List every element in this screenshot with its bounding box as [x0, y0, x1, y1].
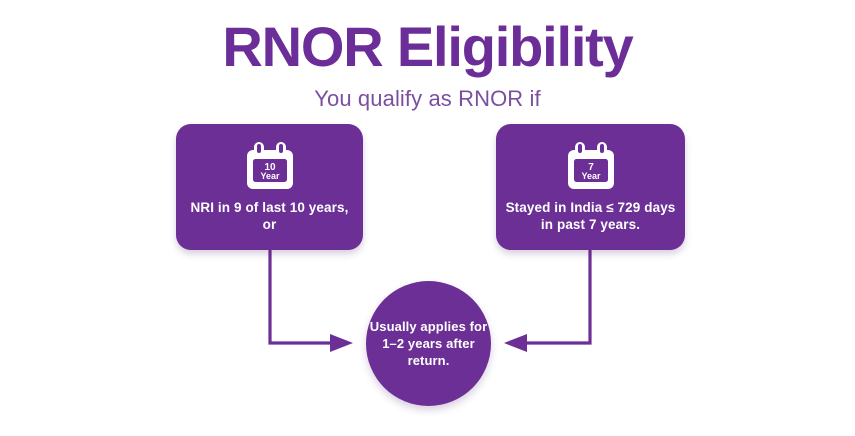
calendar-number: 7 [588, 162, 594, 173]
result-circle[interactable]: Usually applies for 1–2 years after retu… [366, 281, 491, 406]
page-subtitle: You qualify as RNOR if [314, 86, 541, 111]
calendar-unit: Year [260, 171, 280, 181]
arrow-left-head [504, 334, 527, 352]
condition-card-right-text: Stayed in India ≤ 729 days in past 7 yea… [505, 200, 676, 232]
page-title: RNOR Eligibility [222, 15, 633, 78]
calendar-icon: 10 Year [246, 142, 293, 189]
calendar-number: 10 [264, 162, 276, 173]
condition-card-left-text: NRI in 9 of last 10 years, or [190, 200, 349, 232]
calendar-icon: 7 Year [567, 142, 614, 189]
calendar-unit: Year [581, 171, 601, 181]
connector-right-line [527, 250, 592, 345]
result-circle-text: Usually applies for 1–2 years after retu… [369, 319, 488, 368]
condition-card-right[interactable]: 7 Year Stayed in India ≤ 729 days in pas… [496, 124, 685, 250]
connector-left-line [268, 250, 330, 345]
arrow-right-head [330, 334, 353, 352]
condition-card-left[interactable]: 10 Year NRI in 9 of last 10 years, or [176, 124, 363, 250]
